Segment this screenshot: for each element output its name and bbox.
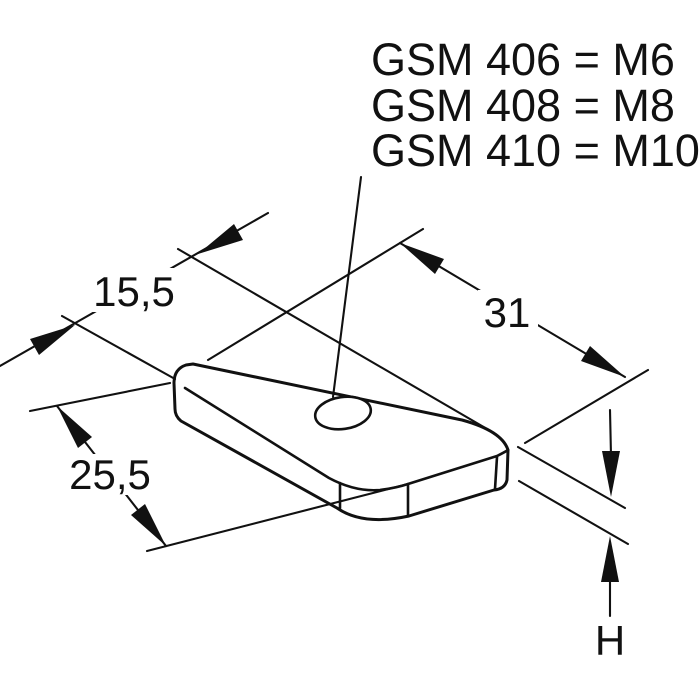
- corner-tangent-end: [493, 455, 499, 491]
- length-label-mask: [478, 290, 538, 334]
- height-arrow-up-icon: [601, 536, 619, 582]
- diagonal-label-mask: [61, 454, 158, 495]
- note-line-3: GSM 410 = M10: [371, 125, 700, 176]
- dimension-width: [0, 211, 496, 435]
- width-arrow-upper-icon: [198, 224, 243, 254]
- plate-body: [172, 362, 510, 522]
- product-note: GSM 406 = M6 GSM 408 = M8 GSM 410 = M10: [371, 34, 700, 176]
- width-dim-label: 15,5: [93, 268, 175, 315]
- height-arrow-shaft-top: [608, 408, 613, 458]
- thread-hole: [313, 395, 373, 431]
- diagonal-ext-line-upper: [28, 381, 172, 413]
- diagonal-arrow-lower-icon: [131, 504, 166, 546]
- height-arrow-down-icon: [602, 451, 620, 497]
- length-dim-label: 31: [484, 289, 531, 336]
- width-label-mask: [88, 268, 182, 312]
- leader-line: [331, 175, 363, 399]
- width-arrow-lower-icon: [30, 325, 75, 355]
- plate-outline: [172, 362, 510, 522]
- length-arrow-left-icon: [400, 243, 444, 274]
- length-arrow-right-icon: [581, 346, 625, 377]
- length-ext-line-left: [206, 227, 425, 362]
- diagonal-arrow-upper-icon: [57, 406, 92, 448]
- width-ext-line-near: [60, 314, 177, 381]
- note-line-2: GSM 408 = M8: [371, 80, 675, 131]
- length-ext-line-right: [523, 368, 650, 445]
- note-line-1: GSM 406 = M6: [371, 34, 675, 85]
- diagonal-ext-line-lower: [145, 482, 410, 553]
- height-ext-line-bottom: [517, 479, 630, 546]
- diagonal-dim-label: 25,5: [69, 451, 151, 498]
- height-ext-line-top: [516, 445, 627, 510]
- dimension-height: [516, 408, 630, 618]
- height-dim-label: H: [595, 617, 625, 664]
- width-ext-line-far: [176, 247, 496, 435]
